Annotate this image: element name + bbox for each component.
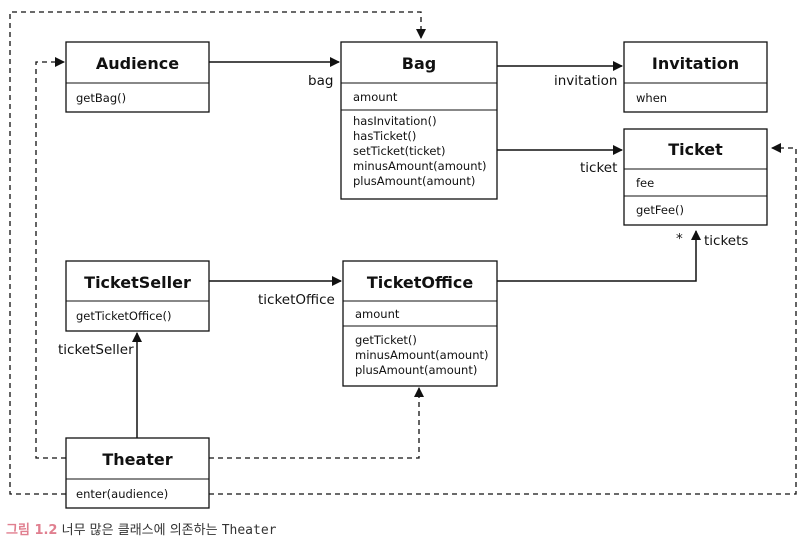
class-audience-name: Audience bbox=[96, 54, 179, 73]
caption-code: Theater bbox=[221, 523, 277, 538]
class-ticketseller-name: TicketSeller bbox=[84, 273, 191, 292]
rel-label-ticketoffice: ticketOffice bbox=[258, 292, 335, 308]
class-bag-method: hasInvitation() bbox=[353, 114, 437, 128]
class-ticketoffice-name: TicketOffice bbox=[367, 273, 474, 292]
class-ticket-name: Ticket bbox=[668, 140, 723, 159]
class-ticketoffice-field: amount bbox=[355, 307, 400, 321]
class-bag-method: setTicket(ticket) bbox=[353, 144, 445, 158]
class-invitation: Invitation when bbox=[623, 41, 768, 113]
rel-label-ticket: ticket bbox=[580, 160, 617, 176]
theater-audience-dependency bbox=[35, 57, 66, 459]
class-bag-method: hasTicket() bbox=[353, 129, 416, 143]
class-ticketoffice-method: minusAmount(amount) bbox=[355, 348, 489, 362]
figure-caption: 그림 1.2 너무 많은 클래스에 의존하는 Theater bbox=[6, 519, 276, 538]
class-audience: Audience getBag() bbox=[65, 41, 210, 113]
caption-text: 너무 많은 클래스에 의존하는 bbox=[61, 523, 218, 538]
class-bag-field: amount bbox=[353, 90, 398, 104]
caption-figure-number: 그림 1.2 bbox=[6, 523, 58, 538]
class-ticket: Ticket fee getFee() bbox=[623, 128, 768, 226]
rel-label-ticketseller: ticketSeller bbox=[58, 342, 134, 358]
class-theater-method: enter(audience) bbox=[76, 487, 168, 501]
class-ticketseller: TicketSeller getTicketOffice() bbox=[65, 260, 210, 332]
class-theater: Theater enter(audience) bbox=[65, 437, 210, 509]
class-bag-name: Bag bbox=[402, 54, 436, 73]
rel-label-bag: bag bbox=[308, 73, 333, 89]
theater-ticketoffice-dependency bbox=[209, 387, 424, 459]
class-invitation-field: when bbox=[636, 91, 667, 105]
theater-bag-dependency bbox=[9, 11, 426, 495]
rel-label-multiplicity: * bbox=[676, 231, 683, 247]
class-audience-method: getBag() bbox=[76, 91, 126, 105]
theater-ticket-dependency bbox=[209, 143, 797, 495]
class-bag: Bag amount hasInvitation() hasTicket() s… bbox=[340, 41, 498, 200]
class-ticketoffice: TicketOffice amount getTicket() minusAmo… bbox=[342, 260, 498, 387]
class-ticketseller-method: getTicketOffice() bbox=[76, 309, 171, 323]
class-ticketoffice-method: plusAmount(amount) bbox=[355, 363, 477, 377]
rel-label-tickets: tickets bbox=[704, 233, 748, 249]
class-theater-name: Theater bbox=[102, 450, 172, 469]
rel-label-invitation: invitation bbox=[554, 73, 617, 89]
class-ticketoffice-method: getTicket() bbox=[355, 333, 417, 347]
class-invitation-name: Invitation bbox=[652, 54, 739, 73]
ticketoffice-ticket-arrow bbox=[497, 230, 701, 282]
class-bag-method: plusAmount(amount) bbox=[353, 174, 475, 188]
class-ticket-method: getFee() bbox=[636, 203, 684, 217]
class-bag-method: minusAmount(amount) bbox=[353, 159, 487, 173]
class-ticket-field: fee bbox=[636, 176, 654, 190]
